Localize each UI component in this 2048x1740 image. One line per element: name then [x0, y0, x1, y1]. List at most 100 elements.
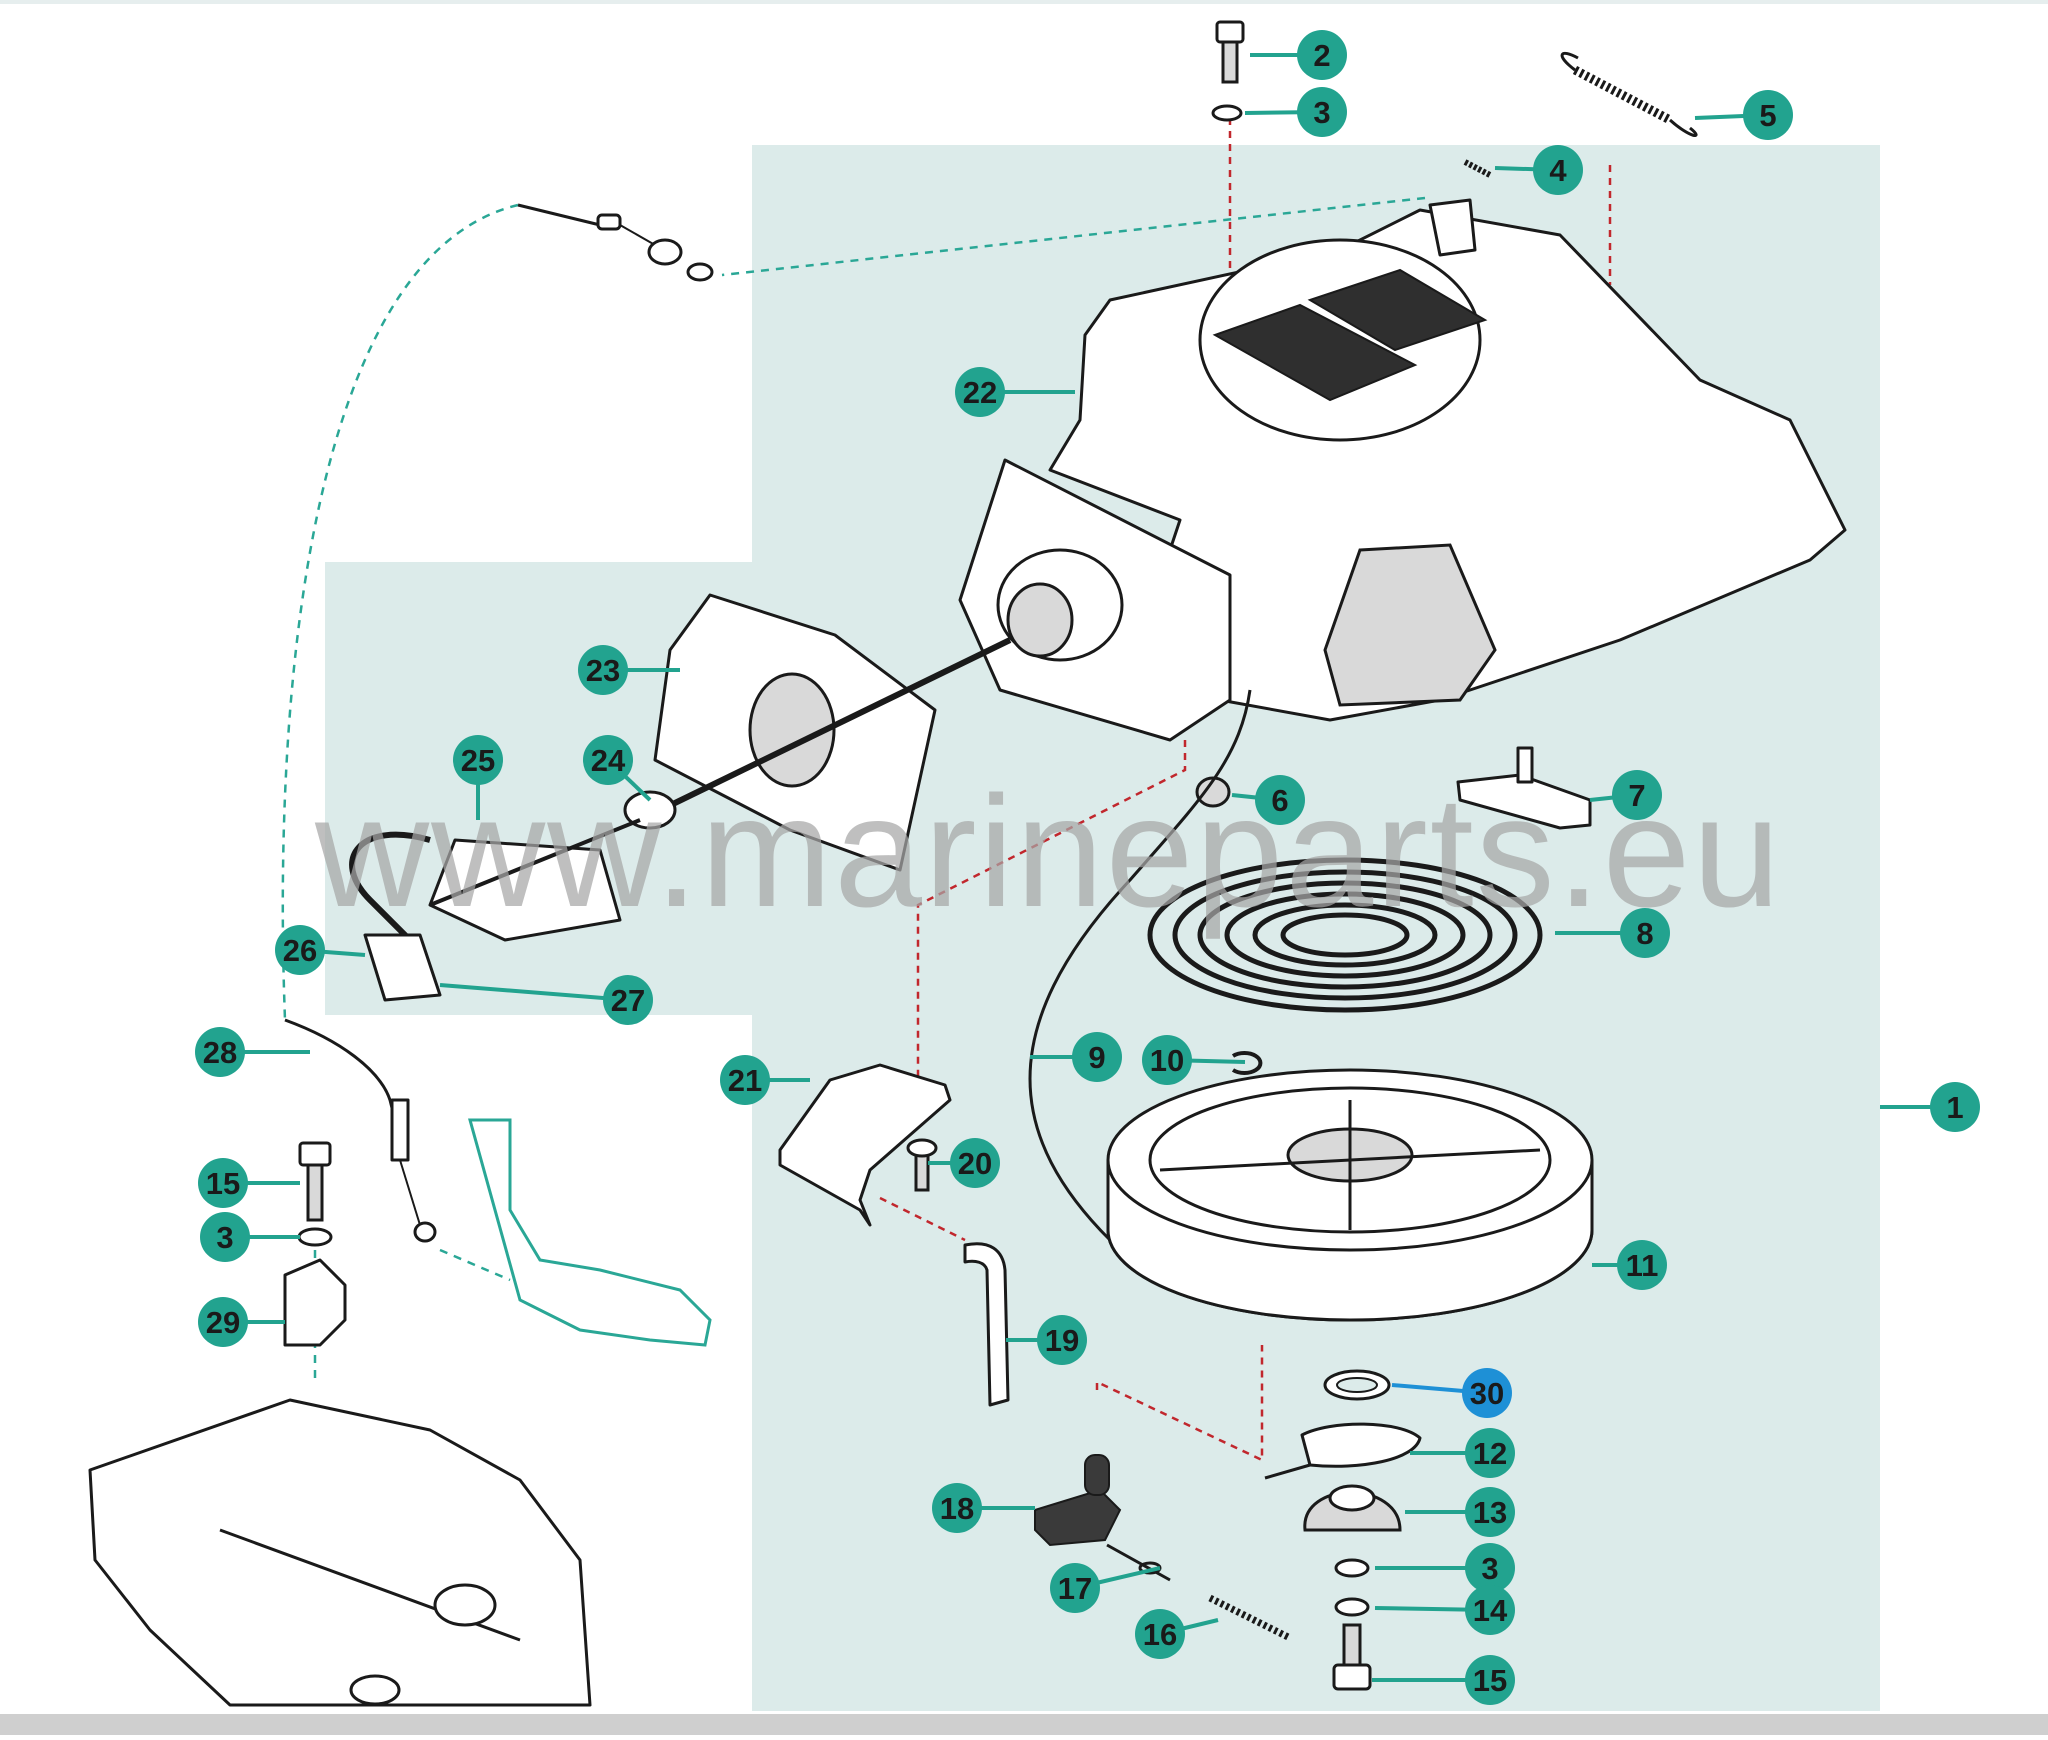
callout-number: 12	[1473, 1436, 1507, 1471]
bracket-29	[283, 1258, 347, 1347]
callout-badge	[578, 645, 628, 695]
callout-number: 15	[1473, 1663, 1507, 1698]
starter-rope-segment	[638, 637, 1012, 823]
callout-badge	[1743, 90, 1793, 140]
callout-23: 23	[578, 645, 680, 695]
callout-number: 3	[216, 1220, 233, 1255]
assembly-line	[1095, 1345, 1264, 1462]
callout-badge	[955, 367, 1005, 417]
callout-26: 26	[275, 925, 366, 975]
housing-mount-tab	[1428, 198, 1477, 257]
spring-5-hook	[1668, 118, 1698, 137]
housing-label-plate	[1307, 268, 1488, 352]
callout-number: 8	[1636, 916, 1653, 951]
callout-badge	[1620, 908, 1670, 958]
callout-badge	[1135, 1609, 1185, 1659]
callout-badge	[1930, 1082, 1980, 1132]
callout-17: 17	[1050, 1563, 1161, 1613]
callout-badge	[1255, 775, 1305, 825]
spring-coil	[1224, 891, 1466, 979]
callout-badge	[1072, 1032, 1122, 1082]
rope-guide-bracket	[778, 1063, 952, 1227]
engine-base-bore	[349, 1674, 401, 1706]
assembly-line	[721, 196, 1426, 277]
callout-badge	[198, 1297, 248, 1347]
callout-8: 8	[1555, 908, 1670, 958]
cable-grommet	[647, 238, 683, 266]
cable-wire	[619, 224, 656, 246]
callout-badge	[1465, 1543, 1515, 1593]
callout-number: 9	[1088, 1040, 1105, 1075]
callout-number: 14	[1473, 1593, 1508, 1628]
callout-27: 27	[439, 975, 653, 1025]
callout-3: 3	[1244, 87, 1347, 137]
callout-badge	[1050, 1563, 1100, 1613]
callout-badge	[198, 1158, 248, 1208]
callout-15: 15	[198, 1158, 300, 1208]
callout-number: 10	[1150, 1043, 1184, 1078]
callout-number: 17	[1058, 1571, 1092, 1606]
callout-number: 26	[283, 933, 317, 968]
handle-insert	[363, 933, 442, 1002]
callout-number: 5	[1759, 98, 1776, 133]
callout-number: 7	[1628, 778, 1645, 813]
callout-number: 21	[728, 1063, 762, 1098]
assembly-lines	[281, 118, 1612, 1462]
callout-9: 9	[1030, 1032, 1122, 1082]
callout-number: 3	[1313, 95, 1330, 130]
callout-badge	[583, 735, 633, 785]
callout-24: 24	[583, 735, 652, 802]
assembly-line	[916, 740, 1187, 1110]
callout-badge	[950, 1138, 1000, 1188]
callout-number: 6	[1271, 783, 1288, 818]
cam-arm-post	[1084, 1454, 1110, 1496]
callout-number: 22	[963, 375, 997, 410]
callout-badge	[1297, 87, 1347, 137]
assembly-line	[879, 1196, 966, 1242]
bolt-15-upper-head	[298, 1141, 332, 1167]
washer-14	[1334, 1597, 1370, 1617]
callout-badge	[1142, 1035, 1192, 1085]
stopper-pawl-pin	[1516, 746, 1534, 784]
cable-28-wire	[399, 1159, 421, 1226]
assembly-line	[281, 203, 519, 1021]
lower-left-assembly	[88, 1018, 712, 1707]
handle-loop	[349, 831, 431, 963]
callout-13: 13	[1405, 1487, 1515, 1537]
callout-badge	[1465, 1428, 1515, 1478]
callout-6: 6	[1231, 775, 1305, 825]
callout-badge	[1612, 770, 1662, 820]
drive-plate	[1300, 1422, 1422, 1468]
starter-handle	[349, 790, 677, 1002]
callout-number: 4	[1549, 153, 1567, 188]
callout-number: 27	[611, 983, 645, 1018]
callout-badge	[275, 925, 325, 975]
spring-coil	[1172, 869, 1518, 1001]
rope-tube	[963, 1242, 1010, 1407]
bolt-15-upper-shank	[306, 1163, 324, 1222]
screw-20-head	[906, 1138, 938, 1158]
rewind-rope	[1028, 689, 1252, 1242]
spring-coil	[1252, 902, 1438, 968]
callout-11: 11	[1592, 1240, 1667, 1290]
callout-16: 16	[1135, 1609, 1219, 1659]
callout-number: 28	[203, 1035, 237, 1070]
cable-28-fitting	[390, 1098, 410, 1162]
callout-number: 13	[1473, 1495, 1507, 1530]
callout-number: 30	[1470, 1376, 1504, 1411]
spring-5-hook	[1560, 51, 1579, 72]
callout-number: 24	[591, 743, 626, 778]
callout-15: 15	[1372, 1655, 1515, 1705]
bolt-2-shank	[1221, 40, 1239, 84]
watermark: www.marineparts.eu	[314, 764, 1782, 940]
callout-1: 1	[1880, 1082, 1980, 1132]
housing-cone	[1323, 543, 1497, 707]
top-fasteners	[1211, 20, 1698, 178]
bottom-bar	[0, 1714, 2048, 1735]
callout-badge	[1533, 145, 1583, 195]
tension-spring-16	[1208, 1594, 1292, 1642]
callout-number: 25	[461, 743, 495, 778]
spring-coil	[1147, 857, 1543, 1013]
spring-5	[1572, 66, 1673, 124]
